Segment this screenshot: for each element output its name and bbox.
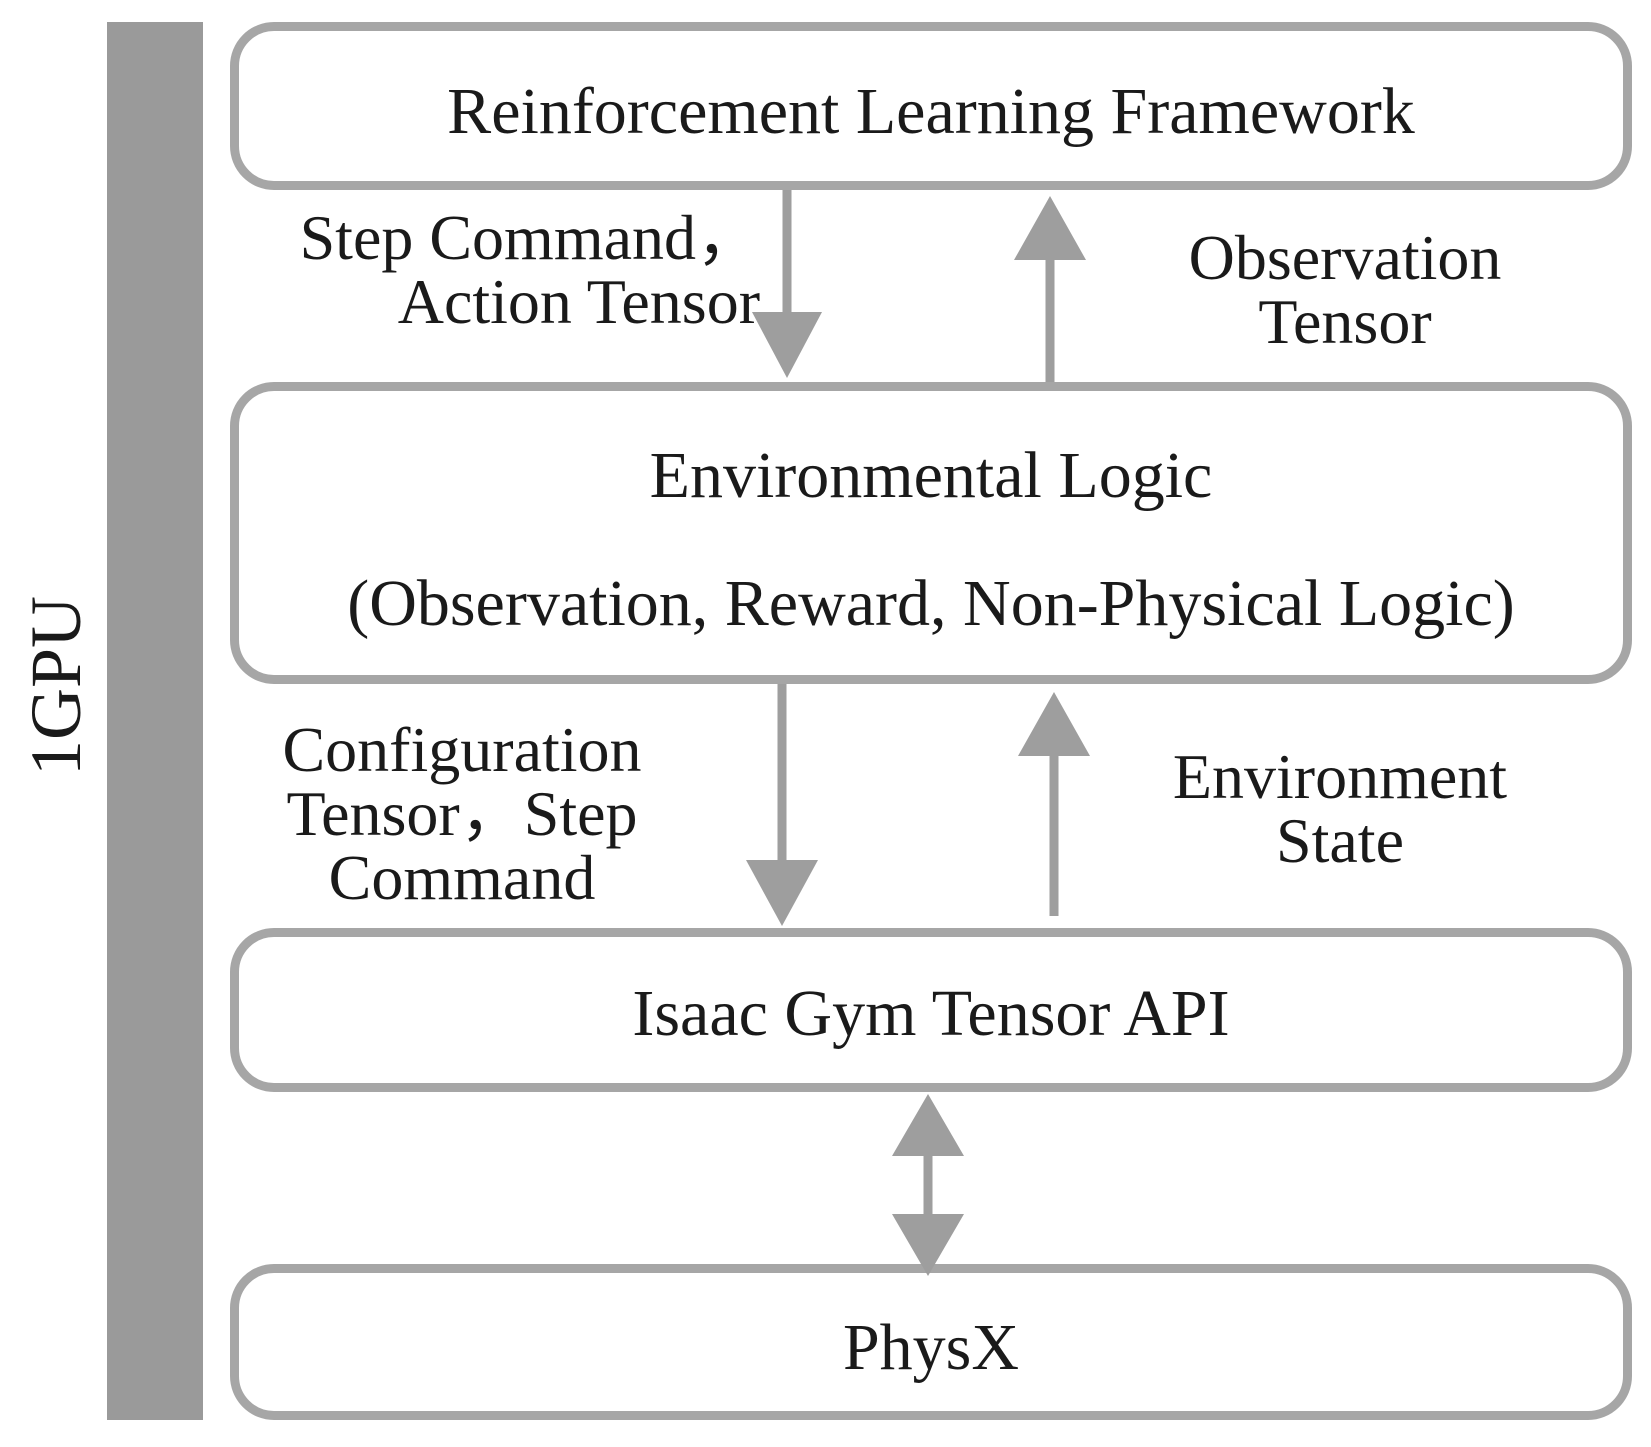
environmental-logic-box: Environmental Logic (Observation, Reward… [230, 382, 1632, 684]
label-env-to-rl: Observation Tensor [1120, 226, 1570, 354]
environmental-logic-title: Environmental Logic [649, 439, 1213, 512]
physx-box: PhysX [230, 1264, 1632, 1420]
arrow-env-to-rl [1014, 196, 1086, 382]
label-env-to-isaac-line2: Tensor，Step [286, 778, 638, 849]
rl-framework-label: Reinforcement Learning Framework [447, 75, 1415, 148]
arrow-env-to-isaac [746, 684, 818, 926]
label-rl-to-env-line2: Action Tensor [397, 266, 760, 337]
physx-label: PhysX [842, 1311, 1020, 1384]
arrow-isaac-to-env [1018, 692, 1090, 916]
gpu-bar [107, 22, 203, 1420]
isaac-gym-api-box: Isaac Gym Tensor API [230, 928, 1632, 1092]
arrow-rl-to-env [752, 190, 822, 378]
label-env-to-isaac-line1: Configuration [282, 714, 642, 785]
arrow-isaac-physx [892, 1094, 964, 1276]
isaac-gym-api-label: Isaac Gym Tensor API [632, 977, 1230, 1050]
label-isaac-to-env: Environment State [1100, 745, 1580, 873]
label-rl-to-env: Step Command， Action Tensor [240, 206, 760, 334]
label-isaac-to-env-line2: State [1276, 805, 1404, 876]
label-isaac-to-env-line1: Environment [1172, 741, 1508, 812]
rl-framework-box: Reinforcement Learning Framework [230, 22, 1632, 190]
label-env-to-rl-line2: Tensor [1258, 286, 1432, 357]
label-rl-to-env-line1: Step Command， [299, 202, 760, 273]
label-env-to-isaac: Configuration Tensor，Step Command [232, 718, 692, 910]
environmental-logic-subtitle: (Observation, Reward, Non-Physical Logic… [347, 567, 1515, 640]
label-env-to-rl-line1: Observation [1188, 222, 1502, 293]
label-env-to-isaac-line3: Command [328, 842, 596, 913]
